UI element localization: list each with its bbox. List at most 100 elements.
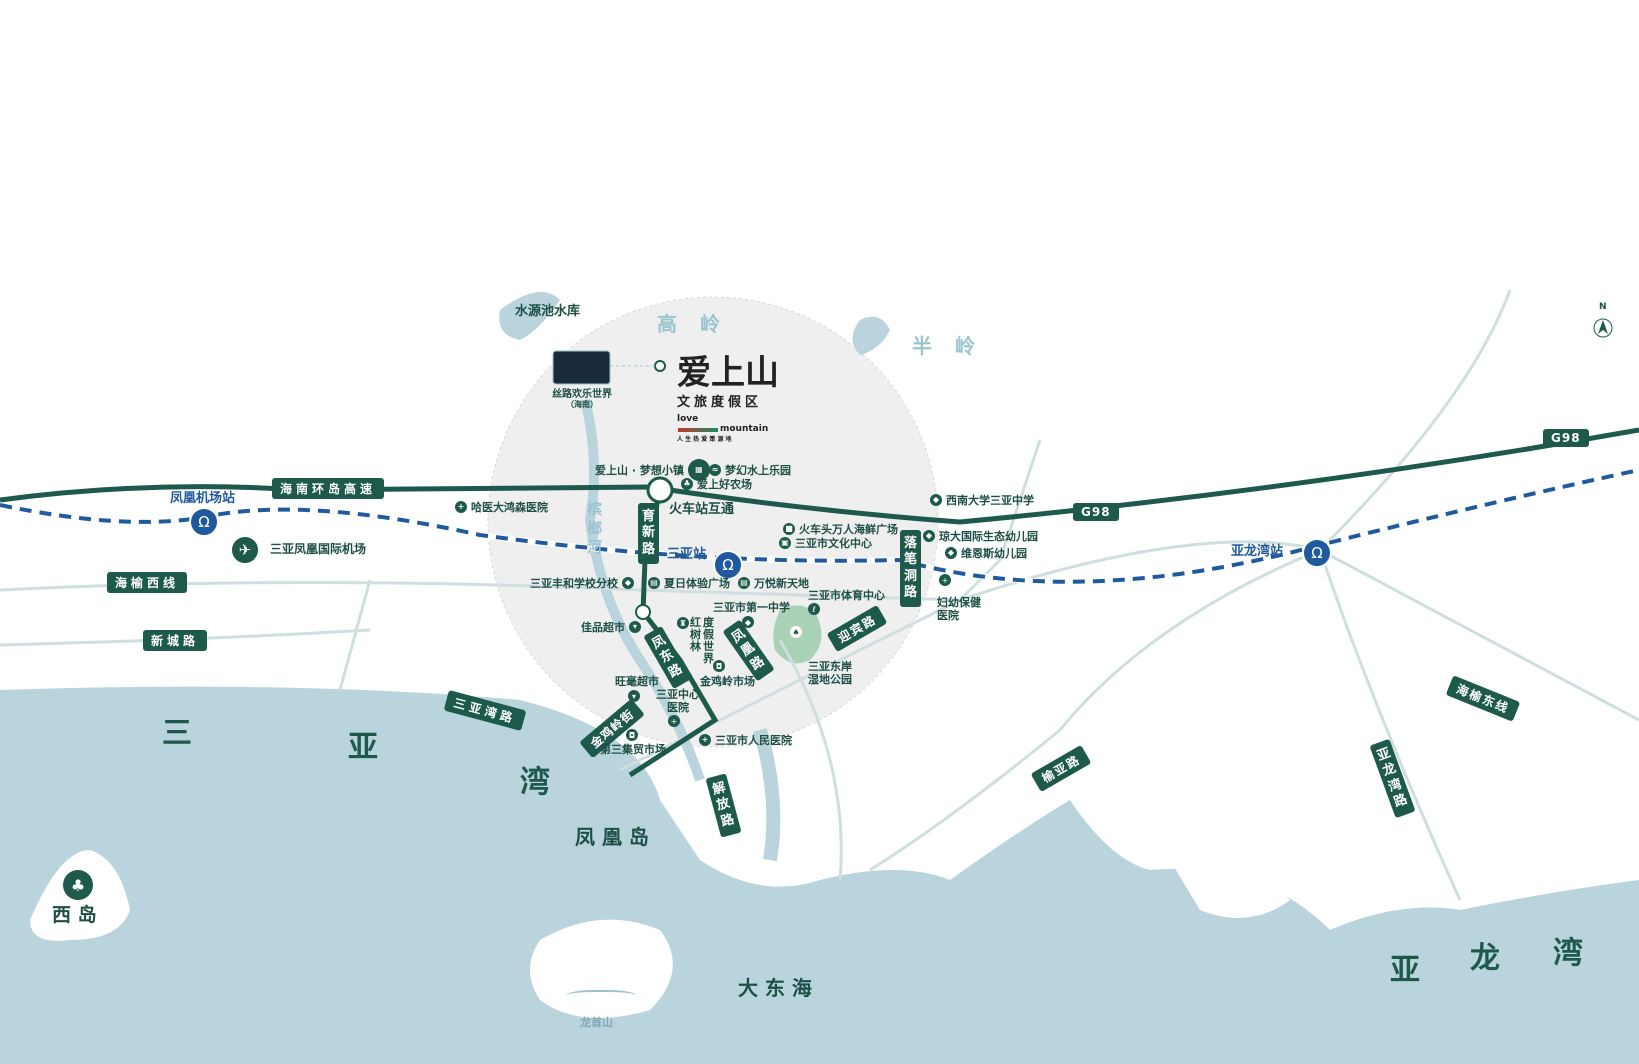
park-icon: ♠ <box>790 626 802 638</box>
road-haiyu-west[interactable]: 海榆西线 <box>107 572 188 593</box>
compass-label: N <box>1599 302 1607 312</box>
airplane-icon[interactable]: ✈ <box>230 535 260 565</box>
cart-icon: ▾ <box>628 690 640 702</box>
hotel-icon: ♜ <box>677 617 689 629</box>
poi-swu-school[interactable]: ◆西南大学三亚中学 <box>930 494 1034 506</box>
poi-no1-middle-school[interactable]: 三亚市第一中学 <box>713 601 790 614</box>
sanya-bay-char-2: 亚 <box>348 730 378 765</box>
interchange-node[interactable] <box>646 476 674 504</box>
poi-weiens-kindergarten[interactable]: ◆维恩斯幼儿园 <box>945 547 1027 559</box>
sea <box>0 686 1639 1064</box>
road-g98[interactable]: G98 <box>1073 503 1119 521</box>
station-sanya-label: 三亚站 <box>667 547 707 562</box>
logo-slogan: 人 生 热 爱 策 源 地 <box>677 436 732 443</box>
poi-seafood-plaza[interactable]: ■火车头万人海鲜广场 <box>783 523 898 535</box>
sport-icon: ℓ <box>808 603 820 615</box>
school-icon: ◆ <box>622 577 634 589</box>
poi-wanghao-supermarket[interactable]: 旺毫超市 <box>615 675 659 688</box>
school-icon: ◆ <box>742 616 754 628</box>
school-icon: ◆ <box>923 530 935 542</box>
river-label: 槟 榔 河 <box>587 500 603 556</box>
yalong-bay-char-2: 龙 <box>1470 941 1500 976</box>
poi-mangrove[interactable]: 红树林 <box>690 616 701 654</box>
photo-sublabel: （海南） <box>566 400 598 409</box>
water-park-icon: ≈ <box>709 464 721 476</box>
theme-park-photo[interactable] <box>552 350 611 385</box>
yalong-bay-char-1: 亚 <box>1390 953 1420 988</box>
poi-sports-center[interactable]: 三亚市体育中心 <box>808 589 885 602</box>
poi-wanyue[interactable]: ▤万悦新天地 <box>738 577 809 589</box>
farm-icon: ♣ <box>681 478 693 490</box>
hospital-icon: + <box>939 574 951 586</box>
poi-jinjiling-market[interactable]: 金鸡岭市场 <box>700 675 755 688</box>
poi-peoples-hospital[interactable]: +三亚市人民医院 <box>699 734 792 746</box>
mall-icon: ▤ <box>738 577 750 589</box>
compass-arrow <box>1598 320 1608 334</box>
station-fenghuang-airport-label: 凤凰机场站 <box>170 491 236 506</box>
road-luobidong[interactable]: 落笔洞路 <box>900 530 921 607</box>
poi-third-market[interactable]: 第三集贸市场 <box>600 743 666 756</box>
fenghuang-island-label: 凤 凰 岛 <box>575 825 649 849</box>
logo-en-love: love <box>677 414 699 424</box>
hospital-icon: + <box>455 501 467 513</box>
market-icon: ■ <box>783 523 795 535</box>
railway-station-icon[interactable]: Ω <box>713 550 743 580</box>
banling-lake <box>852 316 890 355</box>
road-yuxin[interactable]: 育新路 <box>638 503 659 564</box>
peninsula <box>1170 855 1290 918</box>
building-icon: ▦ <box>687 459 710 481</box>
mall-icon: ▤ <box>648 577 660 589</box>
school-icon: ◆ <box>945 547 957 559</box>
cart-icon: ▾ <box>629 621 641 633</box>
poi-summer-plaza[interactable]: ▤夏日体验广场 <box>648 577 730 589</box>
resort-pin[interactable] <box>654 360 666 372</box>
poi-central-hospital[interactable]: 三亚中心医院 <box>656 688 700 715</box>
interchange-label: 火车站互通 <box>669 502 735 517</box>
school-icon: ◆ <box>930 494 942 506</box>
culture-icon: ▣ <box>779 537 791 549</box>
railway-station-icon[interactable]: Ω <box>1302 538 1332 568</box>
poi-wetland-park[interactable]: 三亚东岸湿地公园 <box>808 660 852 687</box>
ring-expressway[interactable] <box>0 427 1639 525</box>
minor-roads <box>0 289 1639 901</box>
poi-maternal-hospital[interactable]: 妇幼保健医院 <box>937 596 981 623</box>
road-xincheng[interactable]: 新城路 <box>143 630 208 651</box>
poi-culture-center[interactable]: ▣三亚市文化中心 <box>779 537 872 549</box>
railway-station-icon[interactable]: Ω <box>189 507 219 537</box>
bag-icon: ◘ <box>713 660 725 672</box>
poi-qiongda-kindergarten[interactable]: ◆琼大国际生态幼儿园 <box>923 530 1038 542</box>
hospital-icon: + <box>699 734 711 746</box>
logo-en-mountain: mountain <box>720 424 769 434</box>
logo-title: 爱上山 <box>677 353 779 393</box>
compass-icon <box>1593 318 1613 338</box>
banling-label: 半 岭 <box>912 334 983 358</box>
poi-jiapin-supermarket[interactable]: 佳品超市▾ <box>581 621 641 633</box>
poi-water-park[interactable]: ≈梦幻水上乐园 <box>709 464 791 476</box>
dadonghai-label: 大 东 海 <box>738 976 812 1000</box>
road-hainan-ring[interactable]: 海南环岛高速 <box>272 478 385 499</box>
longshoushan-label: 龙首山 <box>580 1016 613 1029</box>
poi-farm[interactable]: ♣爱上好农场 <box>681 478 752 490</box>
airport-label: 三亚凤凰国际机场 <box>270 542 367 556</box>
logo-subtitle: 文旅度假区 <box>677 395 763 410</box>
xi-island-label: 西 岛 <box>52 904 97 926</box>
gaoling-label: 高 岭 <box>657 312 728 336</box>
station-yalongwan-label: 亚龙湾站 <box>1231 544 1284 559</box>
photo-label: 丝路欢乐世界 <box>552 389 612 400</box>
longshoushan-land <box>530 919 673 1018</box>
bag-icon: ◘ <box>626 729 638 741</box>
yalong-bay-char-3: 湾 <box>1553 936 1583 971</box>
poi-dream-town[interactable]: 爱上山 · 梦想小镇▦ <box>595 459 710 481</box>
river-mouth <box>753 728 781 862</box>
palm-tree-icon: ♣ <box>63 870 93 900</box>
poi-resort-world[interactable]: 度假世界 <box>703 616 714 666</box>
mountain-icon <box>566 990 636 1004</box>
reservoir-water <box>499 292 560 340</box>
reservoir-label: 水源池水库 <box>515 304 581 319</box>
poi-fenghe-school[interactable]: 三亚丰和学校分校◆ <box>530 577 634 589</box>
road-g98-east[interactable]: G98 <box>1543 429 1589 447</box>
sanya-bay-char-3: 湾 <box>520 765 550 800</box>
logo-gradient-bar <box>678 428 718 432</box>
poi-hospital-hongsen[interactable]: +哈医大鸿森医院 <box>455 501 548 513</box>
